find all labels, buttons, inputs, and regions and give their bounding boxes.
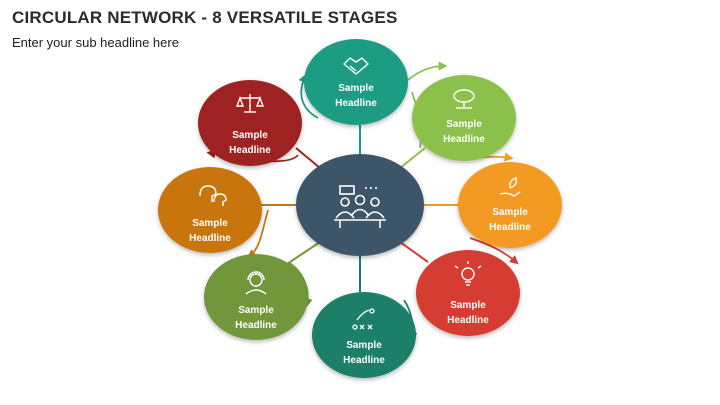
stage-node-1: Sample Headline (304, 39, 408, 125)
justice-scale-icon (235, 94, 265, 113)
center-hub (296, 154, 424, 256)
stage-5-label-top: Sample (346, 340, 382, 351)
stage-node-4: Sample Headline (416, 250, 520, 336)
stage-2-label-top: Sample (446, 119, 482, 130)
stage-3-label-top: Sample (492, 207, 528, 218)
connector-lines (258, 125, 458, 292)
lightbulb-icon (454, 261, 482, 286)
stage-2-label-bottom: Headline (443, 134, 485, 145)
connector-8 (295, 147, 321, 169)
hand-growth-icon (499, 177, 521, 197)
stage-node-7: Sample Headline (158, 167, 262, 253)
handshake-icon (342, 57, 370, 75)
strategy-icon (352, 308, 375, 330)
stage-node-5: Sample Headline (312, 292, 416, 378)
stage-7-label-top: Sample (192, 218, 228, 229)
money-plant-icon (453, 89, 475, 109)
stage-1-label-bottom: Headline (335, 98, 377, 109)
stage-node-6: Sample Headline (204, 254, 308, 340)
stage-6-label-top: Sample (238, 305, 274, 316)
stage-8-label-bottom: Headline (229, 145, 271, 156)
flow-arrow-5 (469, 237, 519, 265)
stage-5-label-bottom: Headline (343, 355, 385, 366)
stage-1-label-top: Sample (338, 83, 374, 94)
page-title: CIRCULAR NETWORK - 8 VERSATILE STAGES (12, 8, 398, 27)
stage-node-2: Sample Headline (412, 75, 516, 161)
stage-6-label-bottom: Headline (235, 320, 277, 331)
headset-user-icon (245, 271, 267, 295)
stage-8-label-top: Sample (232, 130, 268, 141)
page-subtitle: Enter your sub headline here (12, 35, 179, 50)
stage-3-label-bottom: Headline (489, 222, 531, 233)
connector-4 (399, 241, 429, 263)
stage-node-3: Sample Headline (458, 162, 562, 248)
flow-arrow-8 (247, 209, 269, 259)
stage-node-8: Sample Headline (198, 80, 302, 166)
flow-arrow-1 (298, 73, 319, 119)
connector-6 (289, 241, 321, 263)
team-meeting-icon (334, 185, 386, 228)
discussion-icon (199, 185, 227, 206)
stage-7-label-bottom: Headline (189, 233, 231, 244)
connector-2 (399, 147, 426, 169)
stage-4-label-bottom: Headline (447, 315, 489, 326)
stage-4-label-top: Sample (450, 300, 486, 311)
flow-arrow-2 (407, 61, 448, 81)
